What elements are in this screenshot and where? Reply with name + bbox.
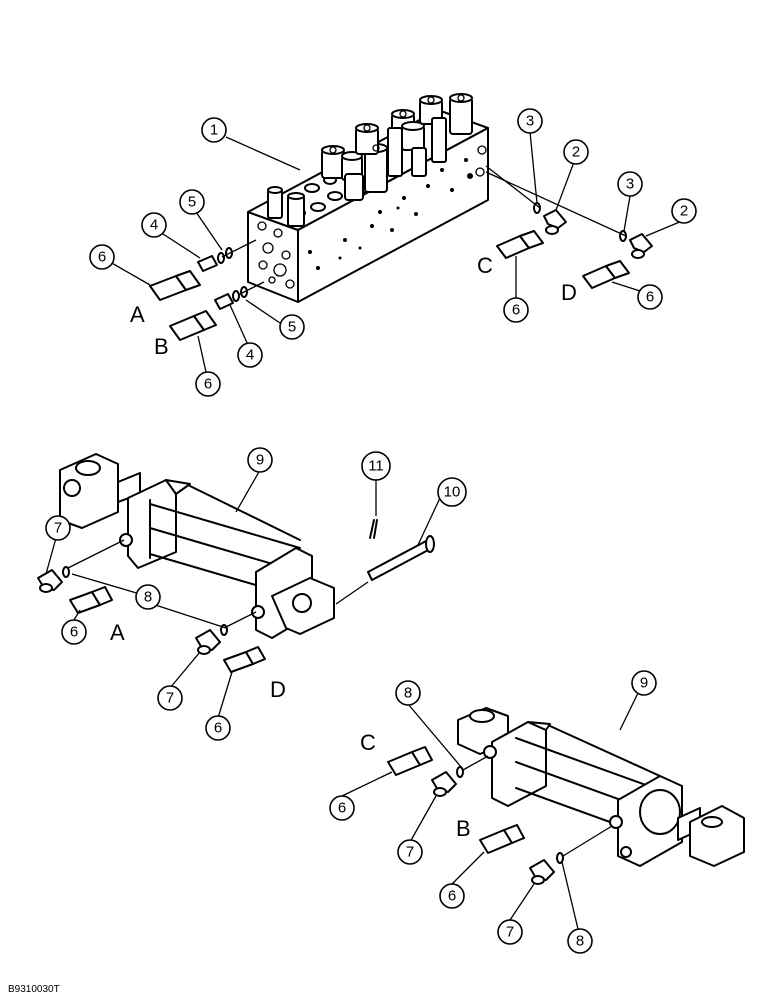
svg-text:5: 5	[188, 194, 196, 211]
drawing-code: B9310030T	[8, 984, 60, 995]
hose-end-c-valve	[496, 230, 544, 259]
port-label-b-cyl: B	[456, 816, 471, 841]
callout-6-lower-b: 6	[439, 883, 465, 909]
svg-text:11: 11	[368, 458, 384, 475]
valve-block	[247, 93, 489, 303]
hose-end-d-cyl	[223, 646, 266, 673]
svg-text:8: 8	[144, 589, 152, 606]
callout-4-upper: 4	[141, 212, 167, 238]
callout-6-c: 6	[503, 297, 529, 323]
o-ring-8-lower-b	[556, 852, 564, 864]
o-ring-8-upper-a	[62, 566, 70, 578]
callout-6-b: 6	[195, 371, 221, 397]
callout-9-upper: 9	[247, 447, 273, 473]
svg-text:6: 6	[204, 376, 212, 393]
elbow-7-upper-a	[37, 569, 63, 593]
svg-text:6: 6	[448, 888, 456, 905]
hose-end-b-cyl	[479, 824, 525, 854]
callout-9-lower: 9	[631, 670, 657, 696]
hydraulic-cylinder-lower	[457, 707, 745, 867]
callout-4-lower: 4	[237, 342, 263, 368]
port-label-b-valve: B	[154, 334, 169, 359]
callout-11: 11	[361, 451, 391, 481]
callout-10: 10	[437, 477, 467, 507]
port-label-d-valve: D	[561, 280, 577, 305]
svg-text:6: 6	[98, 249, 106, 266]
hose-end-c-cyl	[387, 746, 433, 776]
svg-text:9: 9	[640, 675, 648, 692]
svg-text:1: 1	[210, 122, 218, 139]
svg-text:9: 9	[256, 452, 264, 469]
svg-text:6: 6	[214, 720, 222, 737]
callout-6-a: 6	[89, 244, 115, 270]
port-label-c-valve: C	[477, 253, 493, 278]
elbow-2-lower	[629, 233, 653, 259]
callout-8-upper: 8	[135, 584, 161, 610]
callout-2-lower: 2	[671, 198, 697, 224]
svg-text:2: 2	[572, 144, 580, 161]
port-label-a-cyl: A	[110, 620, 125, 645]
hose-end-a-valve	[149, 270, 201, 301]
callout-5-lower: 5	[279, 314, 305, 340]
callout-8-lower-b: 8	[567, 928, 593, 954]
svg-text:3: 3	[526, 113, 534, 130]
callout-7-upper-d: 7	[157, 685, 183, 711]
callout-6-upper-d: 6	[205, 715, 231, 741]
adapter-4-upper	[197, 252, 225, 272]
callout-6-lower-c: 6	[329, 795, 355, 821]
callout-2-upper: 2	[563, 139, 589, 165]
svg-text:6: 6	[512, 302, 520, 319]
port-label-c-cyl: C	[360, 730, 376, 755]
clevis-pin	[367, 535, 435, 581]
hose-end-b-valve	[169, 310, 217, 341]
svg-text:6: 6	[70, 624, 78, 641]
svg-text:6: 6	[338, 800, 346, 817]
svg-text:4: 4	[150, 217, 158, 234]
svg-text:7: 7	[166, 690, 174, 707]
svg-text:6: 6	[646, 289, 654, 306]
svg-text:5: 5	[288, 319, 296, 336]
callout-1: 1	[201, 117, 227, 143]
svg-text:10: 10	[444, 484, 461, 501]
callout-7-upper-a: 7	[45, 515, 71, 541]
svg-text:8: 8	[404, 685, 412, 702]
elbow-7-lower-c	[431, 771, 457, 797]
callout-7-lower-c: 7	[397, 839, 423, 865]
callout-6-upper-a: 6	[61, 619, 87, 645]
svg-text:8: 8	[576, 933, 584, 950]
elbow-7-lower-b	[529, 859, 555, 885]
hydraulic-cylinder-upper	[59, 453, 335, 639]
hose-end-d-valve	[582, 260, 630, 289]
adapter-4-lower	[214, 290, 240, 310]
callout-8-lower-c: 8	[395, 680, 421, 706]
leader-lines	[45, 131, 683, 930]
svg-text:4: 4	[246, 347, 254, 364]
cotter-pin	[369, 519, 378, 539]
callout-5-upper: 5	[179, 189, 205, 215]
callout-3-upper: 3	[517, 108, 543, 134]
port-label-d-cyl: D	[270, 677, 286, 702]
callout-3-lower: 3	[617, 171, 643, 197]
svg-text:7: 7	[506, 924, 514, 941]
svg-text:7: 7	[406, 844, 414, 861]
callout-7-lower-b: 7	[497, 919, 523, 945]
port-label-a-valve: A	[130, 302, 145, 327]
elbow-2-upper	[543, 209, 567, 235]
svg-text:2: 2	[680, 203, 688, 220]
svg-text:7: 7	[54, 520, 62, 537]
callout-6-d: 6	[637, 284, 663, 310]
o-ring-8-lower-c	[456, 766, 464, 778]
elbow-7-upper-d	[195, 629, 221, 655]
svg-text:3: 3	[626, 176, 634, 193]
hose-end-a-cyl	[69, 586, 113, 614]
